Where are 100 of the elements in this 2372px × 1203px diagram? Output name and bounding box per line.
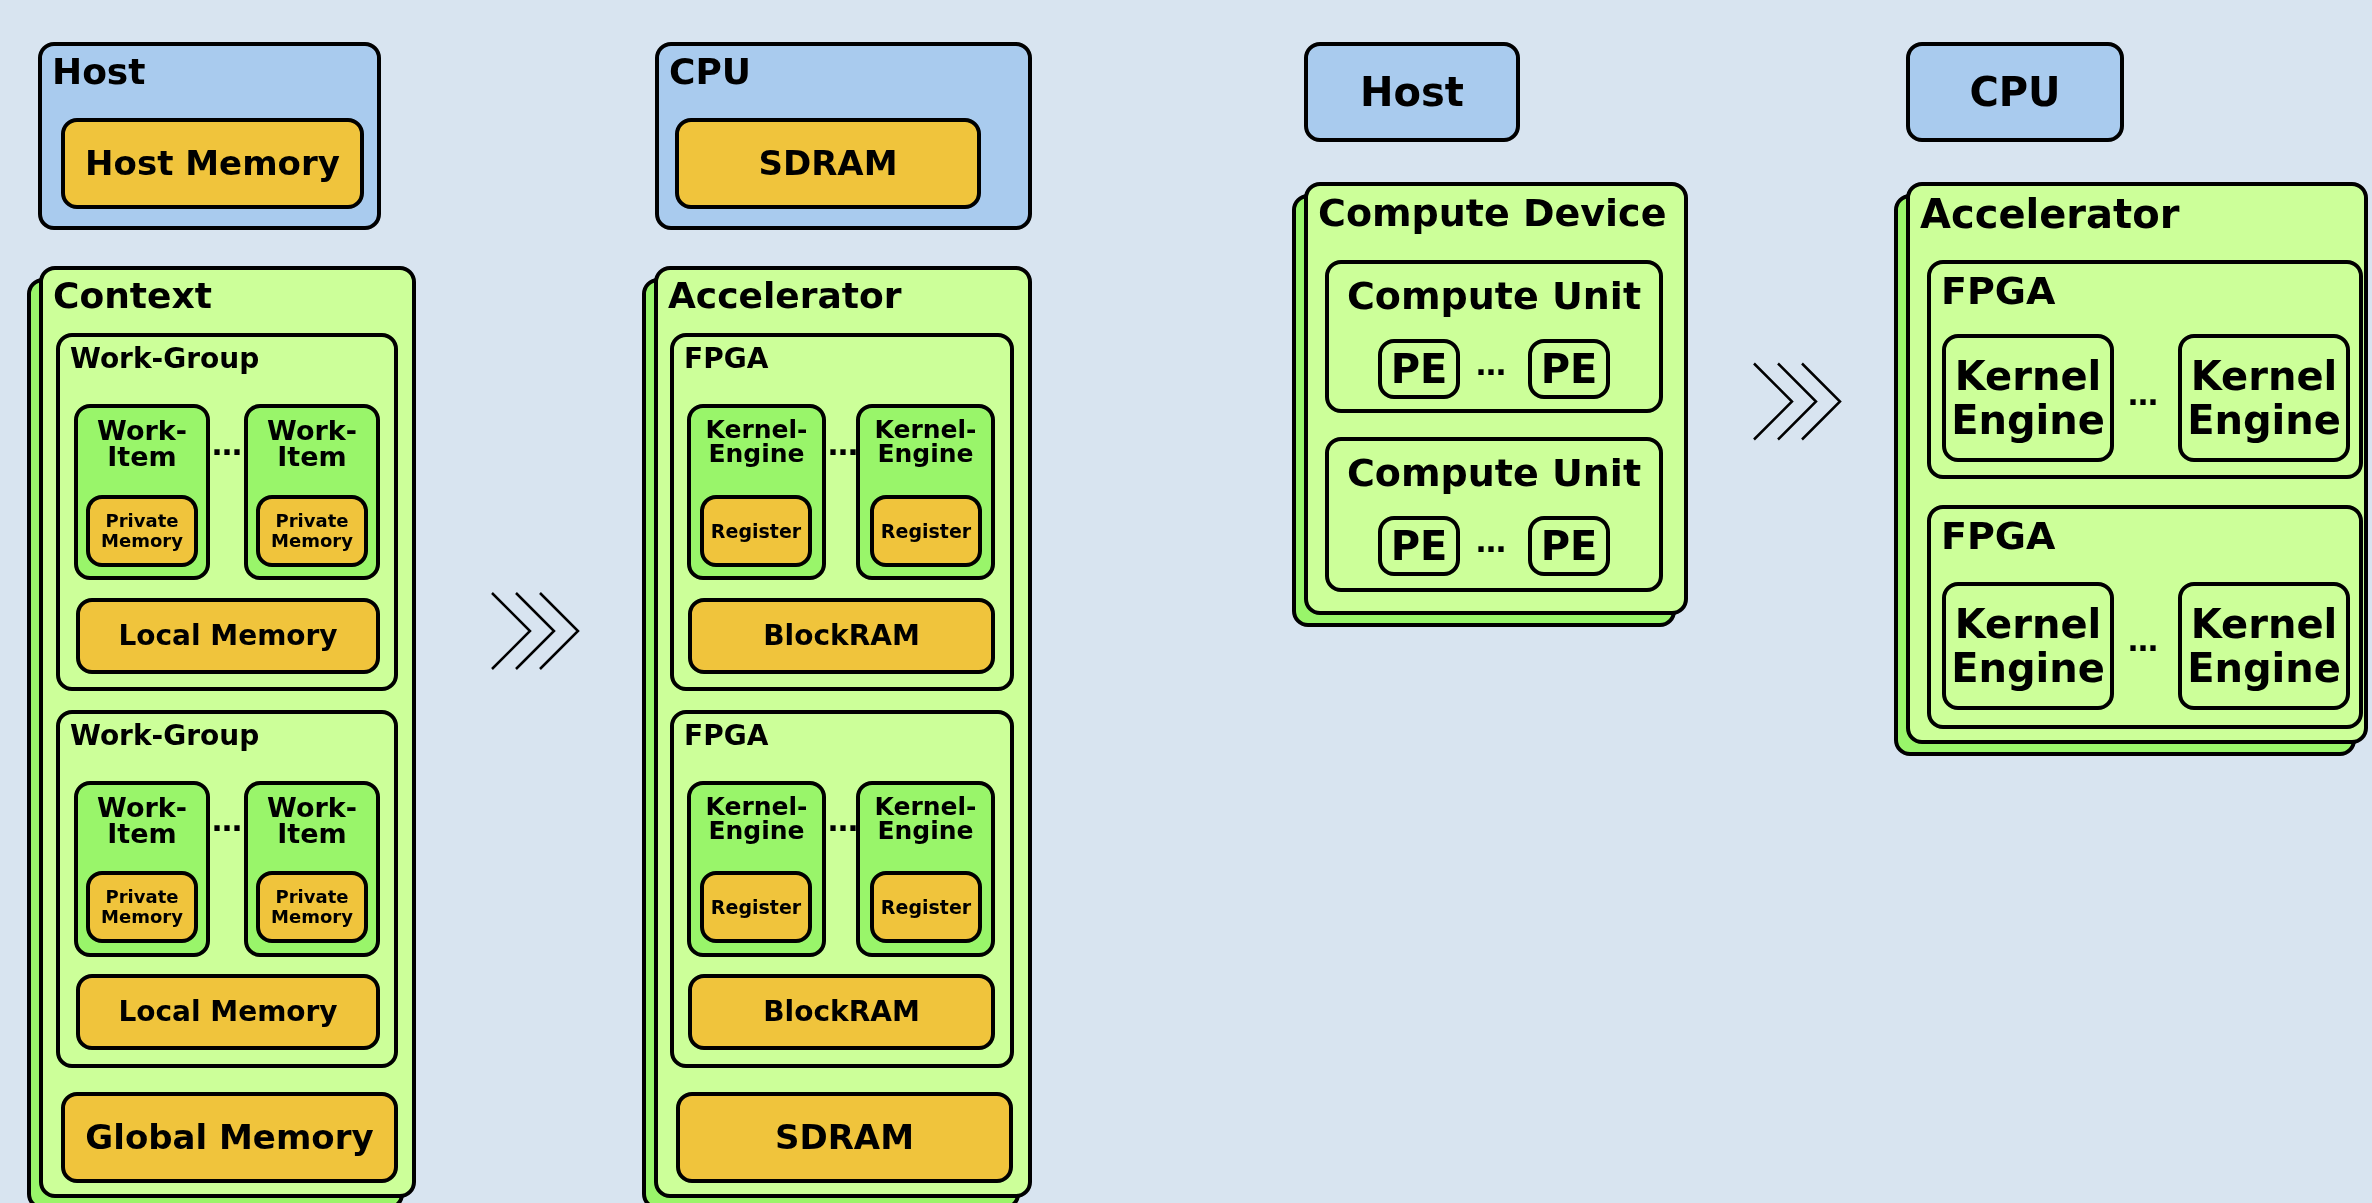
box-label: Register — [879, 520, 973, 542]
box-label: Kernel Engine — [1950, 354, 2106, 442]
box-label: CPU — [1968, 70, 2062, 114]
host-panel — [1906, 42, 2124, 142]
memory-block — [256, 871, 368, 943]
memory-block — [676, 1092, 1013, 1183]
box-heading: Work-Item — [266, 795, 358, 847]
container-panel — [670, 333, 1014, 691]
box-label: Local Memory — [117, 620, 339, 652]
ellipsis-text: … — [1476, 527, 1506, 557]
box-label: Register — [709, 520, 803, 542]
box-label: Private Memory — [100, 511, 184, 551]
memory-block — [688, 974, 995, 1050]
box-label: Kernel Engine — [1950, 602, 2106, 690]
box-heading: Host — [52, 54, 146, 90]
unit-box — [74, 781, 210, 957]
box-heading: FPGA — [684, 722, 769, 750]
box-heading: FPGA — [1941, 517, 2056, 555]
ellipsis-text: … — [212, 430, 242, 460]
box-heading: Accelerator — [1920, 194, 2180, 234]
unit-box — [2178, 334, 2350, 462]
box-heading: Kernel-Engine — [704, 418, 809, 466]
container-panel — [1304, 182, 1688, 615]
box-heading: Work-Item — [266, 418, 358, 470]
ellipsis-text: … — [2128, 626, 2158, 656]
host-panel — [655, 42, 1032, 230]
unit-box — [2178, 582, 2350, 710]
box-label: PE — [1389, 524, 1449, 568]
unit-box — [856, 781, 995, 957]
container-panel — [654, 266, 1032, 1198]
unit-box — [687, 404, 826, 580]
box-label: SDRAM — [757, 144, 899, 183]
box-label: Kernel Engine — [2186, 602, 2342, 690]
memory-block — [76, 974, 380, 1050]
ellipsis-text: … — [828, 430, 858, 460]
container-panel — [56, 333, 398, 691]
box-heading: Work-Item — [96, 795, 188, 847]
memory-block — [700, 495, 812, 567]
chevron-arrow — [1752, 362, 1842, 441]
memory-block — [870, 495, 982, 567]
box-heading: FPGA — [684, 345, 769, 373]
unit-box — [687, 781, 826, 957]
box-label: PE — [1539, 524, 1599, 568]
box-heading: Compute Device — [1318, 194, 1667, 232]
box-label: BlockRAM — [762, 996, 921, 1028]
unit-box — [1325, 260, 1663, 413]
ellipsis-text: … — [828, 806, 858, 836]
container-panel — [1906, 182, 2368, 744]
memory-block — [76, 598, 380, 674]
host-panel — [38, 42, 381, 230]
ellipsis-text: … — [1476, 350, 1506, 380]
box-label: Host Memory — [84, 144, 341, 183]
box-label: Local Memory — [117, 996, 339, 1028]
box-heading: FPGA — [1941, 272, 2056, 310]
box-label: Register — [709, 896, 803, 918]
chevron-arrow — [490, 591, 580, 671]
memory-block — [86, 871, 198, 943]
box-heading: Context — [53, 278, 212, 314]
box-label: PE — [1539, 347, 1599, 391]
memory-block — [61, 1092, 398, 1183]
unit-box — [1942, 334, 2114, 462]
memory-block — [256, 495, 368, 567]
ellipsis-text: … — [2128, 380, 2158, 410]
box-heading: Compute Unit — [1345, 455, 1643, 492]
unit-box — [1325, 437, 1663, 592]
box-heading: Work-Group — [70, 345, 260, 373]
box-label: PE — [1389, 347, 1449, 391]
box-heading: Compute Unit — [1345, 278, 1643, 315]
box-heading: Kernel-Engine — [704, 795, 809, 843]
box-label: Global Memory — [84, 1118, 375, 1157]
box-label: Register — [879, 896, 973, 918]
unit-box — [856, 404, 995, 580]
memory-block — [688, 598, 995, 674]
box-label: Private Memory — [270, 511, 354, 551]
box-label: BlockRAM — [762, 620, 921, 652]
container-panel — [1927, 260, 2363, 479]
memory-block — [675, 118, 981, 209]
memory-block — [86, 495, 198, 567]
box-label: Private Memory — [100, 887, 184, 927]
ellipsis-text: … — [212, 806, 242, 836]
box-heading: Accelerator — [668, 278, 902, 314]
box-heading: CPU — [669, 54, 752, 90]
host-panel — [1304, 42, 1520, 142]
box-heading: Work-Item — [96, 418, 188, 470]
unit-box — [1378, 339, 1460, 399]
box-heading: Kernel-Engine — [873, 418, 978, 466]
box-label: Host — [1359, 70, 1465, 114]
box-heading: Work-Group — [70, 722, 260, 750]
container-panel — [56, 710, 398, 1068]
container-panel — [1927, 505, 2363, 729]
unit-box — [244, 404, 380, 580]
unit-box — [74, 404, 210, 580]
memory-block — [61, 118, 364, 209]
container-panel — [39, 266, 416, 1198]
container-panel — [670, 710, 1014, 1068]
unit-box — [1378, 516, 1460, 576]
memory-block — [700, 871, 812, 943]
box-heading: Kernel-Engine — [873, 795, 978, 843]
unit-box — [244, 781, 380, 957]
unit-box — [1942, 582, 2114, 710]
